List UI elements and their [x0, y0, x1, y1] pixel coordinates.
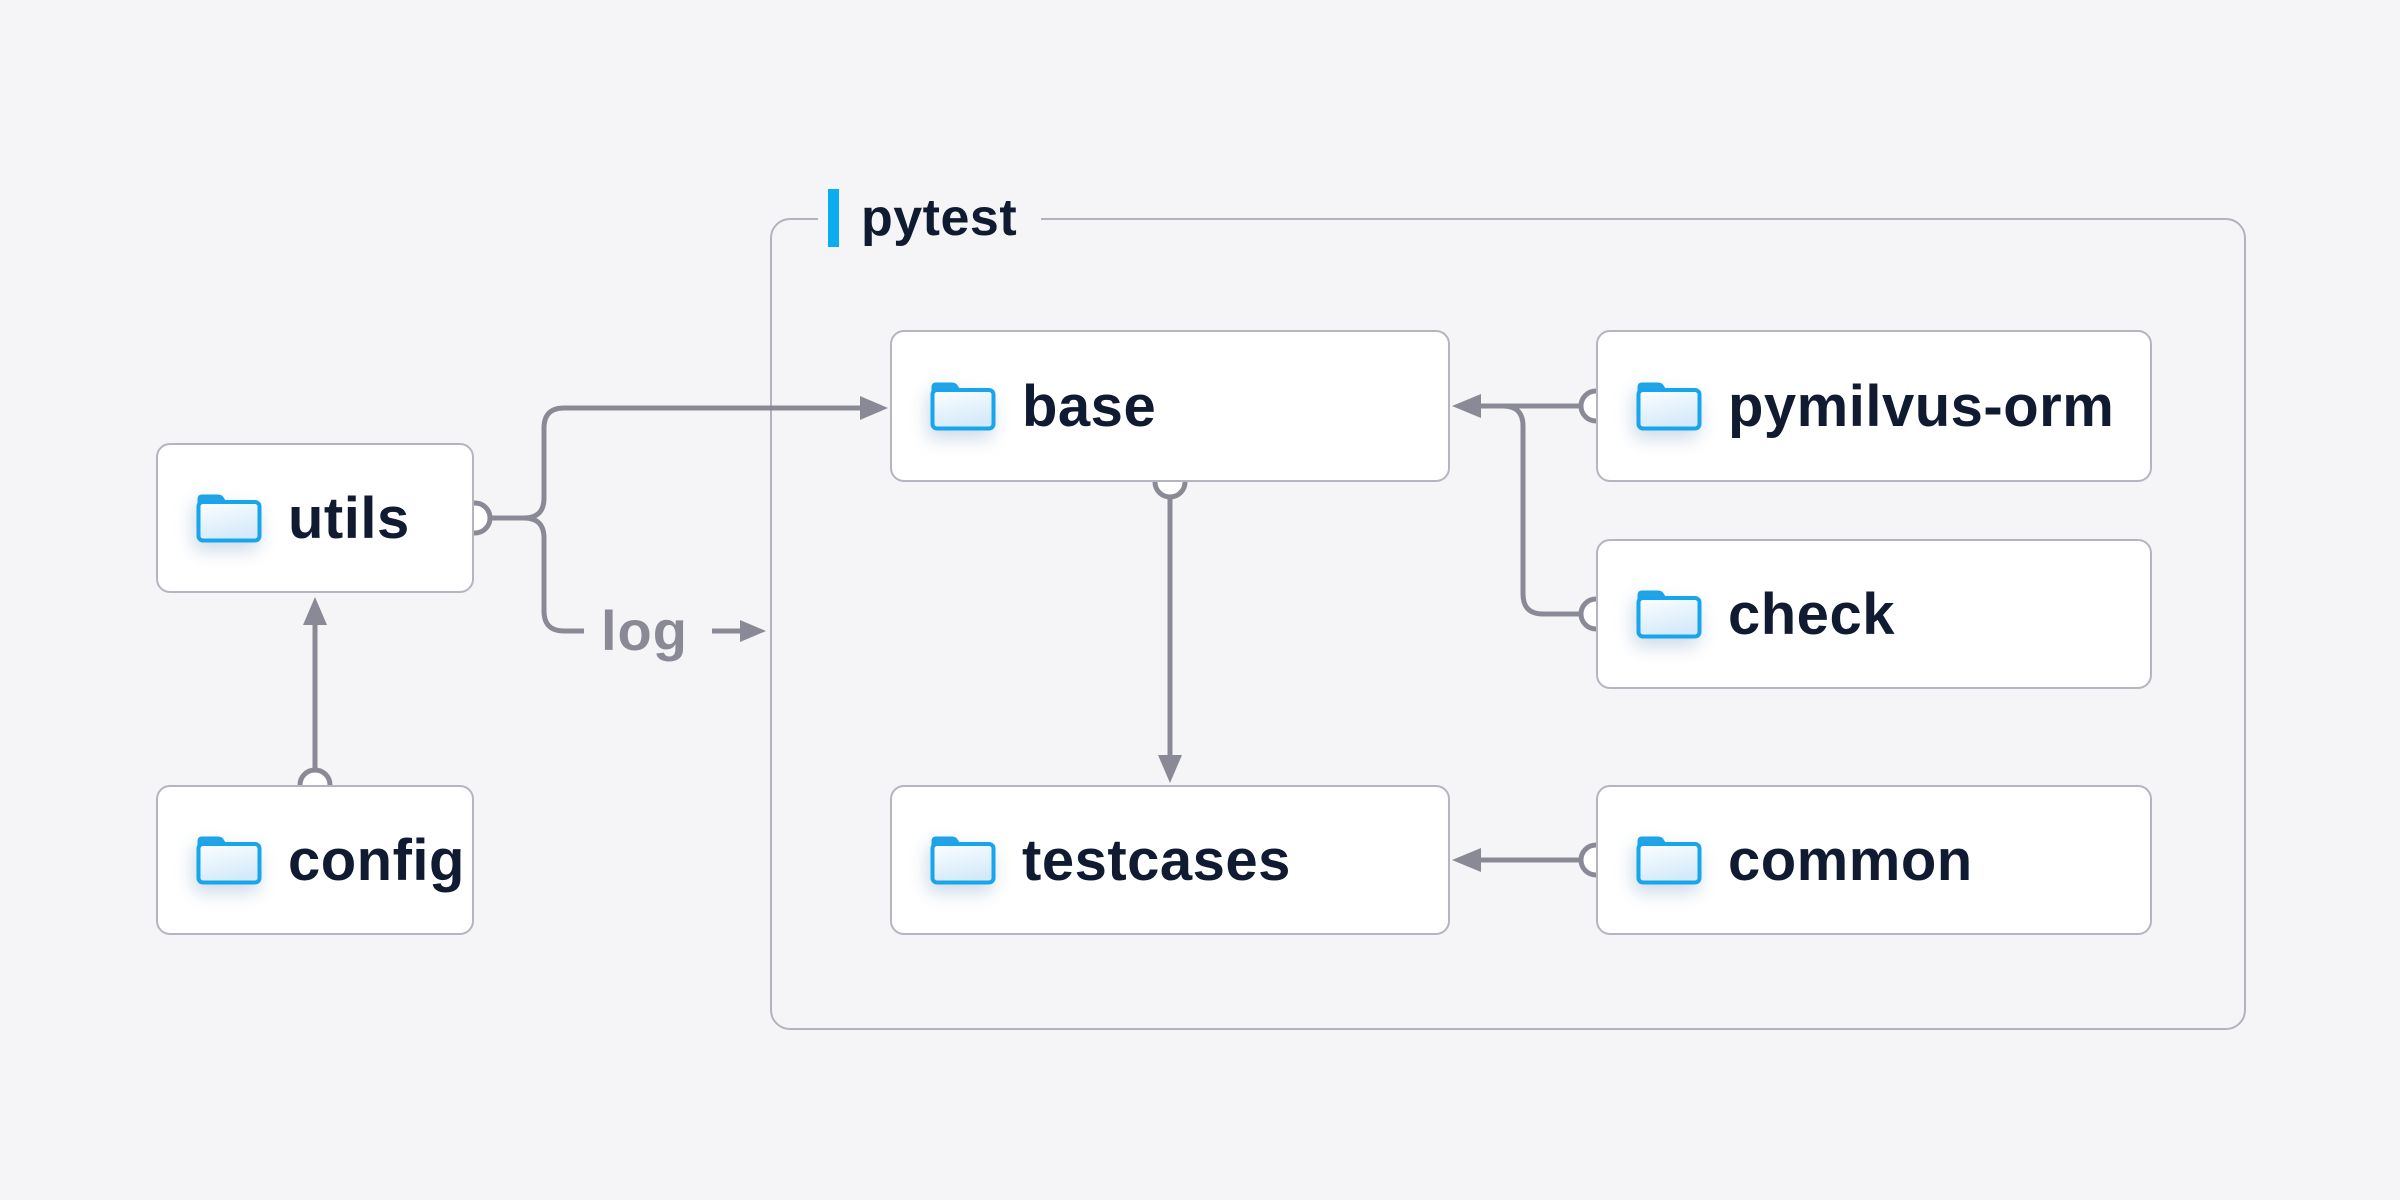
node-label: common: [1728, 827, 1973, 893]
accent-bar: [828, 189, 839, 247]
folder-icon: [930, 382, 996, 431]
pytest-group: pytest: [770, 183, 2246, 1030]
node-label: check: [1728, 581, 1895, 647]
node-config: config: [156, 785, 474, 935]
folder-icon: [1636, 590, 1702, 639]
node-check: check: [1596, 539, 2152, 689]
edge-label-log: log: [601, 598, 688, 662]
node-label: pymilvus-orm: [1728, 373, 2115, 439]
folder-icon: [196, 494, 262, 543]
folder-icon: [1636, 836, 1702, 885]
group-title: pytest: [861, 189, 1018, 247]
node-utils: utils: [156, 443, 474, 593]
node-common: common: [1596, 785, 2152, 935]
folder-icon: [930, 836, 996, 885]
node-label: config: [288, 827, 465, 893]
folder-icon: [196, 836, 262, 885]
edge-config-utils: [303, 597, 327, 770]
node-label: utils: [288, 485, 410, 551]
node-pymilvus-orm: pymilvus-orm: [1596, 330, 2152, 482]
pytest-group-label: pytest: [818, 183, 1042, 253]
node-label: testcases: [1022, 827, 1291, 893]
folder-icon: [1636, 382, 1702, 431]
node-base: base: [890, 330, 1450, 482]
node-label: base: [1022, 373, 1157, 439]
node-testcases: testcases: [890, 785, 1450, 935]
